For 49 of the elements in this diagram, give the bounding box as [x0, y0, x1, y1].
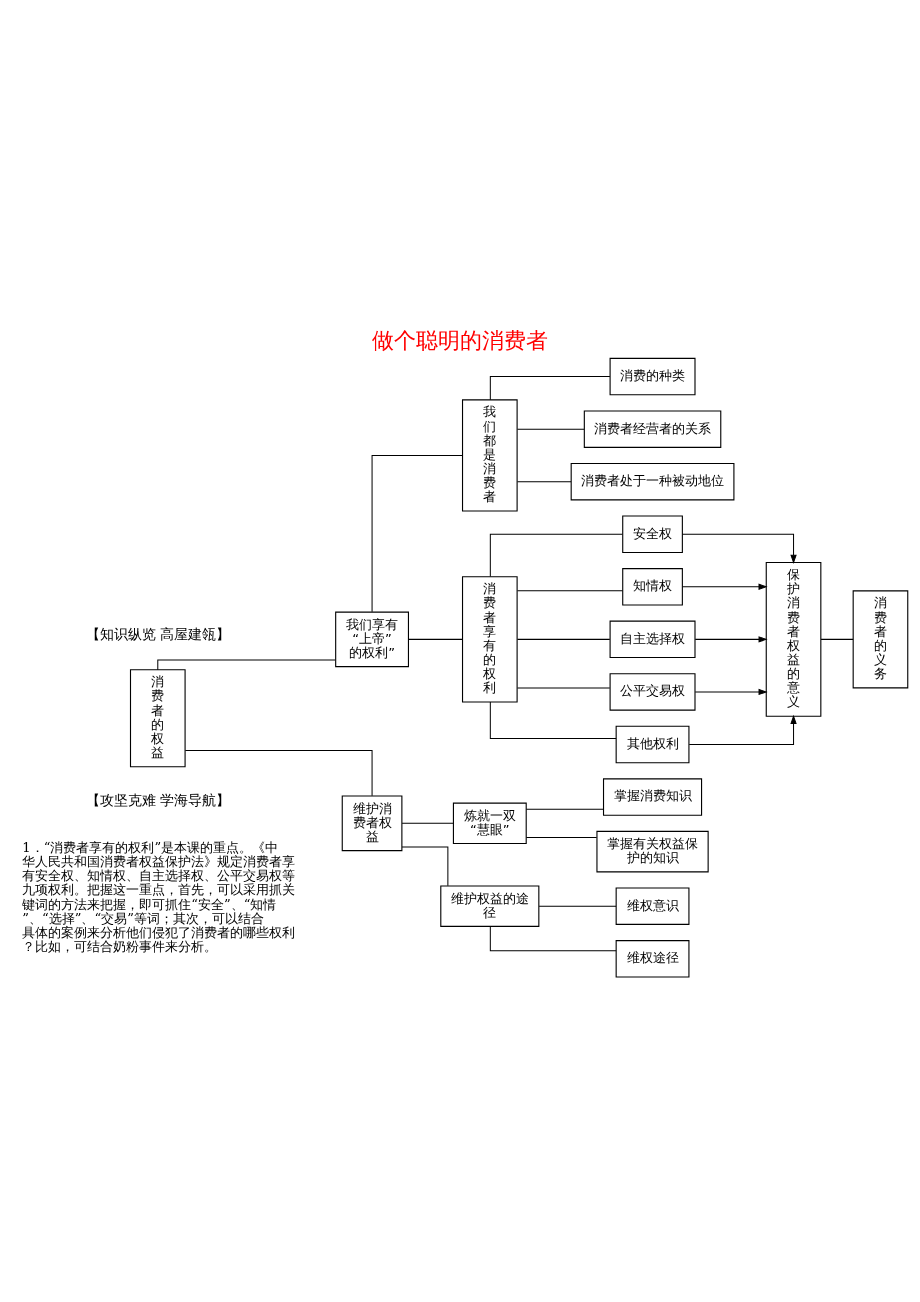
node-box: 掌握消费知识 [602, 777, 703, 816]
node-box: 维护权益的途径 [440, 884, 540, 927]
node-box: 炼就一双“慧眼” [452, 802, 527, 844]
label: 1．“消费者享有的权利”是本课的重点。《中华人民共和国消费者权益保护法》规定消费者享有安全权、知情权、自主选择权、公平交易权等九项权利。把握这一重点，首先，可以采用抓关键词的方法来把握，即可抓住“安全”、“知情”、“选择”、“交易”等词；其次，可以结合具体的案例来分析他们侵犯了消费者的哪些权利？比如，可结合奶粉事件来分析。 [22, 839, 296, 954]
node-box: 其他权利 [615, 725, 690, 763]
label: 【知识纵览 高屋建瓴】 [85, 625, 231, 642]
connector [525, 836, 598, 838]
connector [820, 638, 854, 640]
connector [489, 533, 623, 577]
connector [401, 822, 454, 824]
node-box: 掌握有关权益保护的知识 [596, 830, 709, 872]
arrow [688, 714, 797, 745]
node-box: 消费者享有的权利 [461, 575, 518, 703]
arrow [694, 635, 768, 643]
arrow [694, 688, 768, 695]
node-box: 消费者经营者的关系 [583, 409, 722, 448]
connector [525, 808, 604, 810]
label: 【攻坚克难 学海导航】 [85, 791, 231, 808]
arrow [681, 533, 797, 564]
node-box: 消费者的权益 [129, 668, 186, 767]
node-box: 维权意识 [615, 886, 690, 925]
connector [489, 701, 617, 739]
connector [371, 454, 463, 612]
connector [516, 638, 611, 640]
connector [401, 846, 449, 886]
connector [408, 638, 463, 640]
connector [516, 686, 611, 688]
node-box: 知情权 [622, 567, 683, 606]
node-box: 维权途径 [615, 939, 690, 977]
node-box: 消费的种类 [609, 357, 696, 395]
connector [489, 375, 611, 400]
node-box: 我们都是消费者 [461, 398, 518, 512]
node-box: 消费者的义务 [852, 589, 909, 688]
connector [157, 659, 336, 670]
connector [489, 925, 617, 951]
node-box: 保护消费者权益的意义 [765, 561, 822, 717]
diagram-title: 做个聪明的消费者 [372, 326, 548, 353]
arrow [681, 583, 768, 590]
node-box: 我们享有“上帝”的权利” [335, 611, 409, 667]
connector [516, 480, 572, 482]
connector [516, 589, 624, 591]
node-box: 公平交易权 [609, 672, 696, 711]
connector [516, 428, 585, 430]
connector [538, 905, 617, 907]
connector [184, 749, 373, 796]
node-box: 维护消费者权益 [341, 795, 403, 851]
node-box: 安全权 [622, 515, 683, 553]
node-box: 消费者处于一种被动地位 [570, 462, 735, 500]
node-box: 自主选择权 [609, 620, 696, 658]
